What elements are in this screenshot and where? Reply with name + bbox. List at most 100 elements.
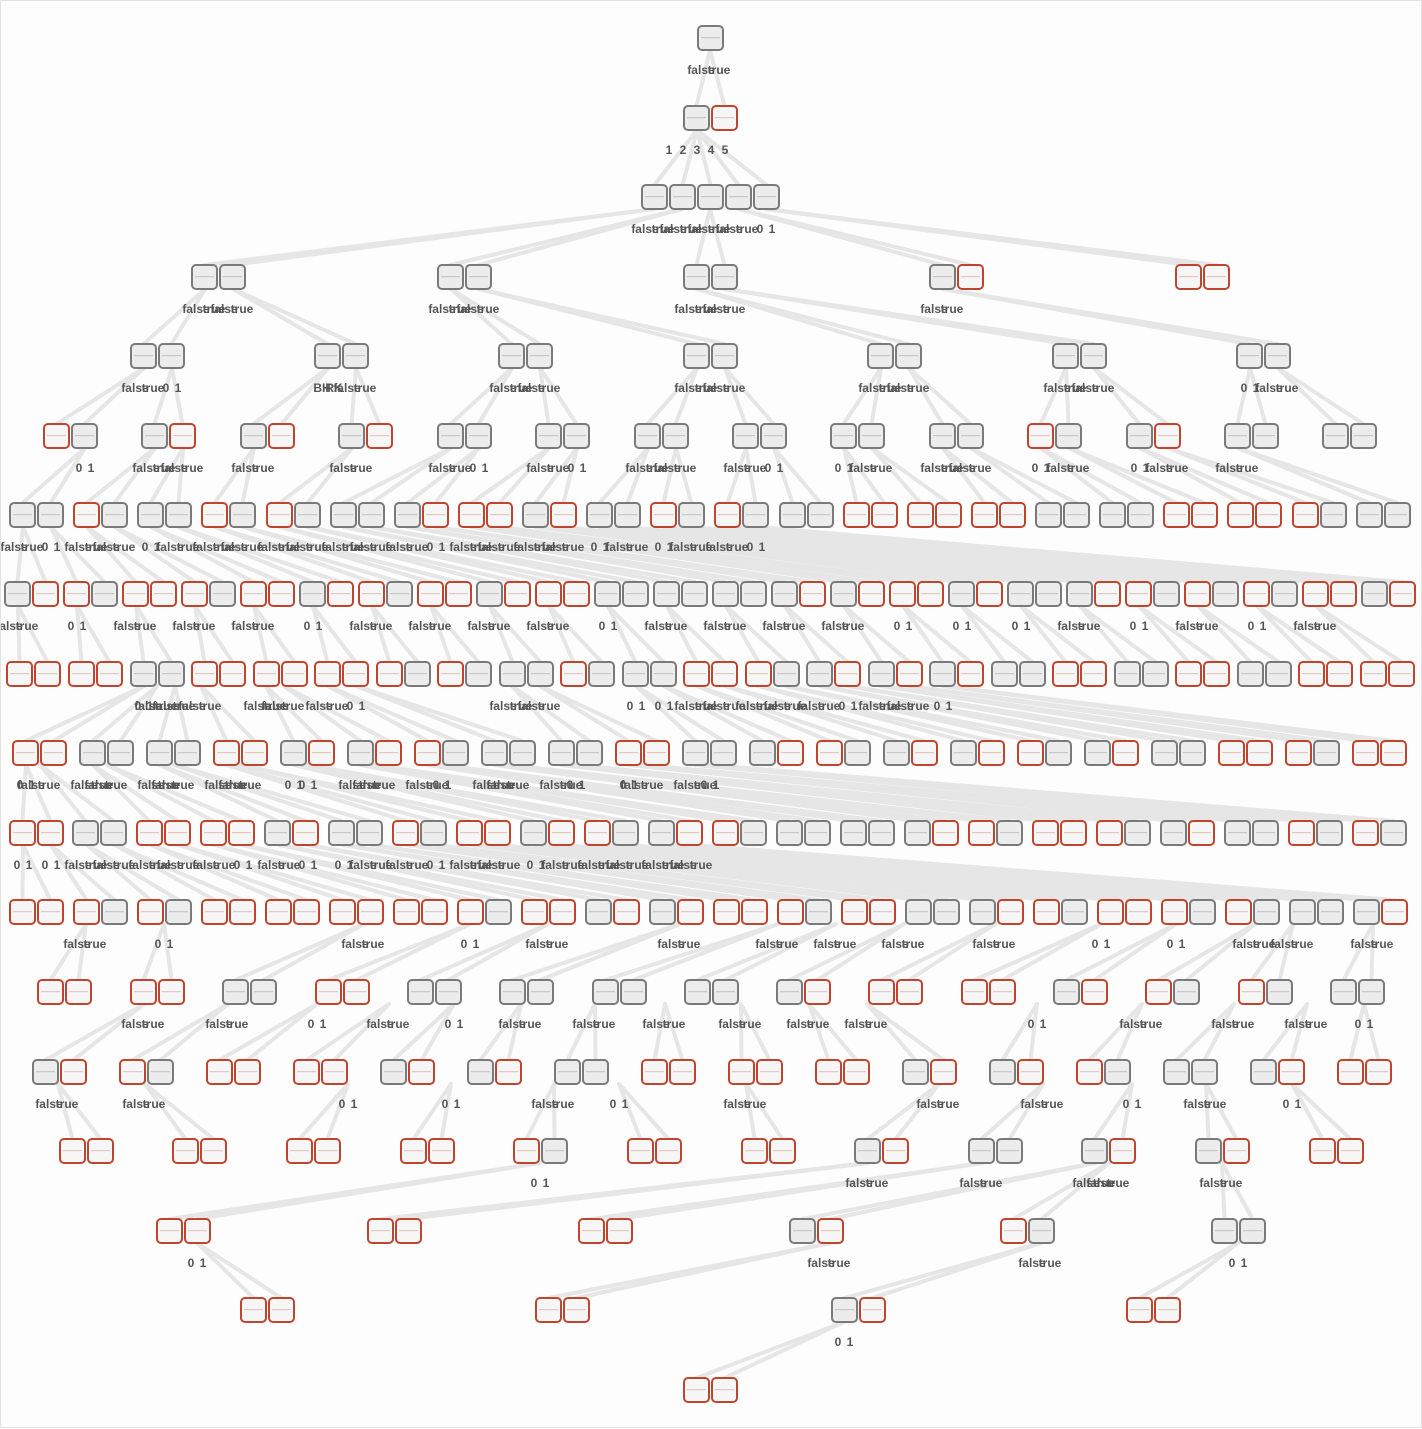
split-node[interactable] (107, 740, 134, 766)
leaf-node[interactable] (266, 502, 293, 528)
split-node[interactable] (1126, 423, 1153, 449)
split-node[interactable] (158, 661, 185, 687)
split-node[interactable] (905, 899, 932, 925)
split-node[interactable] (554, 1059, 581, 1085)
split-node[interactable] (1124, 820, 1151, 846)
leaf-node[interactable] (535, 581, 562, 607)
leaf-node[interactable] (548, 820, 575, 846)
leaf-node[interactable] (37, 899, 64, 925)
leaf-node[interactable] (676, 820, 703, 846)
split-node[interactable] (858, 423, 885, 449)
leaf-node[interactable] (841, 899, 868, 925)
leaf-node[interactable] (65, 979, 92, 1005)
split-node[interactable] (100, 820, 127, 846)
leaf-node[interactable] (234, 1059, 261, 1085)
leaf-node[interactable] (1175, 661, 1202, 687)
leaf-node[interactable] (896, 661, 923, 687)
split-node[interactable] (1316, 820, 1343, 846)
split-node[interactable] (294, 502, 321, 528)
leaf-node[interactable] (1175, 264, 1202, 290)
split-node[interactable] (1266, 979, 1293, 1005)
split-node[interactable] (527, 979, 554, 1005)
leaf-node[interactable] (358, 581, 385, 607)
split-node[interactable] (883, 740, 910, 766)
leaf-node[interactable] (1352, 740, 1379, 766)
leaf-node[interactable] (1389, 581, 1416, 607)
split-node[interactable] (1317, 899, 1344, 925)
split-node[interactable] (1028, 1218, 1055, 1244)
leaf-node[interactable] (343, 979, 370, 1005)
split-node[interactable] (1271, 581, 1298, 607)
leaf-node[interactable] (1145, 979, 1172, 1005)
split-node[interactable] (1104, 1059, 1131, 1085)
split-node[interactable] (209, 581, 236, 607)
leaf-node[interactable] (1097, 899, 1124, 925)
split-node[interactable] (404, 661, 431, 687)
leaf-node[interactable] (1381, 899, 1408, 925)
split-node[interactable] (229, 502, 256, 528)
leaf-node[interactable] (907, 502, 934, 528)
leaf-node[interactable] (268, 423, 295, 449)
leaf-node[interactable] (268, 1297, 295, 1323)
split-node[interactable] (1224, 820, 1251, 846)
split-node[interactable] (678, 502, 705, 528)
split-node[interactable] (141, 423, 168, 449)
leaf-node[interactable] (563, 1297, 590, 1323)
leaf-node[interactable] (1052, 661, 1079, 687)
leaf-node[interactable] (859, 1297, 886, 1323)
leaf-node[interactable] (342, 661, 369, 687)
split-node[interactable] (1224, 423, 1251, 449)
leaf-node[interactable] (513, 1138, 540, 1164)
leaf-node[interactable] (930, 1059, 957, 1085)
split-node[interactable] (71, 423, 98, 449)
split-node[interactable] (79, 740, 106, 766)
split-node[interactable] (72, 820, 99, 846)
leaf-node[interactable] (1302, 581, 1329, 607)
leaf-node[interactable] (843, 1059, 870, 1085)
split-node[interactable] (386, 581, 413, 607)
leaf-node[interactable] (655, 1138, 682, 1164)
split-node[interactable] (437, 423, 464, 449)
split-node[interactable] (807, 502, 834, 528)
leaf-node[interactable] (1203, 264, 1230, 290)
leaf-node[interactable] (804, 979, 831, 1005)
leaf-node[interactable] (1238, 979, 1265, 1005)
split-node[interactable] (697, 184, 724, 210)
split-node[interactable] (1380, 820, 1407, 846)
leaf-node[interactable] (777, 740, 804, 766)
split-node[interactable] (620, 979, 647, 1005)
leaf-node[interactable] (711, 1377, 738, 1403)
leaf-node[interactable] (976, 581, 1003, 607)
leaf-node[interactable] (1243, 581, 1270, 607)
leaf-node[interactable] (1017, 1059, 1044, 1085)
leaf-node[interactable] (957, 264, 984, 290)
leaf-node[interactable] (957, 661, 984, 687)
leaf-node[interactable] (314, 1138, 341, 1164)
split-node[interactable] (1114, 661, 1141, 687)
split-node[interactable] (420, 820, 447, 846)
leaf-node[interactable] (241, 740, 268, 766)
leaf-node[interactable] (292, 820, 319, 846)
split-node[interactable] (831, 1297, 858, 1323)
leaf-node[interactable] (560, 661, 587, 687)
split-node[interactable] (91, 581, 118, 607)
split-node[interactable] (806, 661, 833, 687)
leaf-node[interactable] (414, 740, 441, 766)
split-node[interactable] (588, 661, 615, 687)
leaf-node[interactable] (1292, 502, 1319, 528)
leaf-node[interactable] (315, 979, 342, 1005)
split-node[interactable] (634, 423, 661, 449)
leaf-node[interactable] (535, 1297, 562, 1323)
leaf-node[interactable] (63, 581, 90, 607)
leaf-node[interactable] (375, 740, 402, 766)
leaf-node[interactable] (393, 899, 420, 925)
leaf-node[interactable] (265, 899, 292, 925)
split-node[interactable] (948, 581, 975, 607)
leaf-node[interactable] (1288, 820, 1315, 846)
leaf-node[interactable] (376, 661, 403, 687)
leaf-node[interactable] (1225, 899, 1252, 925)
split-node[interactable] (158, 343, 185, 369)
leaf-node[interactable] (40, 740, 67, 766)
leaf-node[interactable] (896, 979, 923, 1005)
split-node[interactable] (641, 184, 668, 210)
